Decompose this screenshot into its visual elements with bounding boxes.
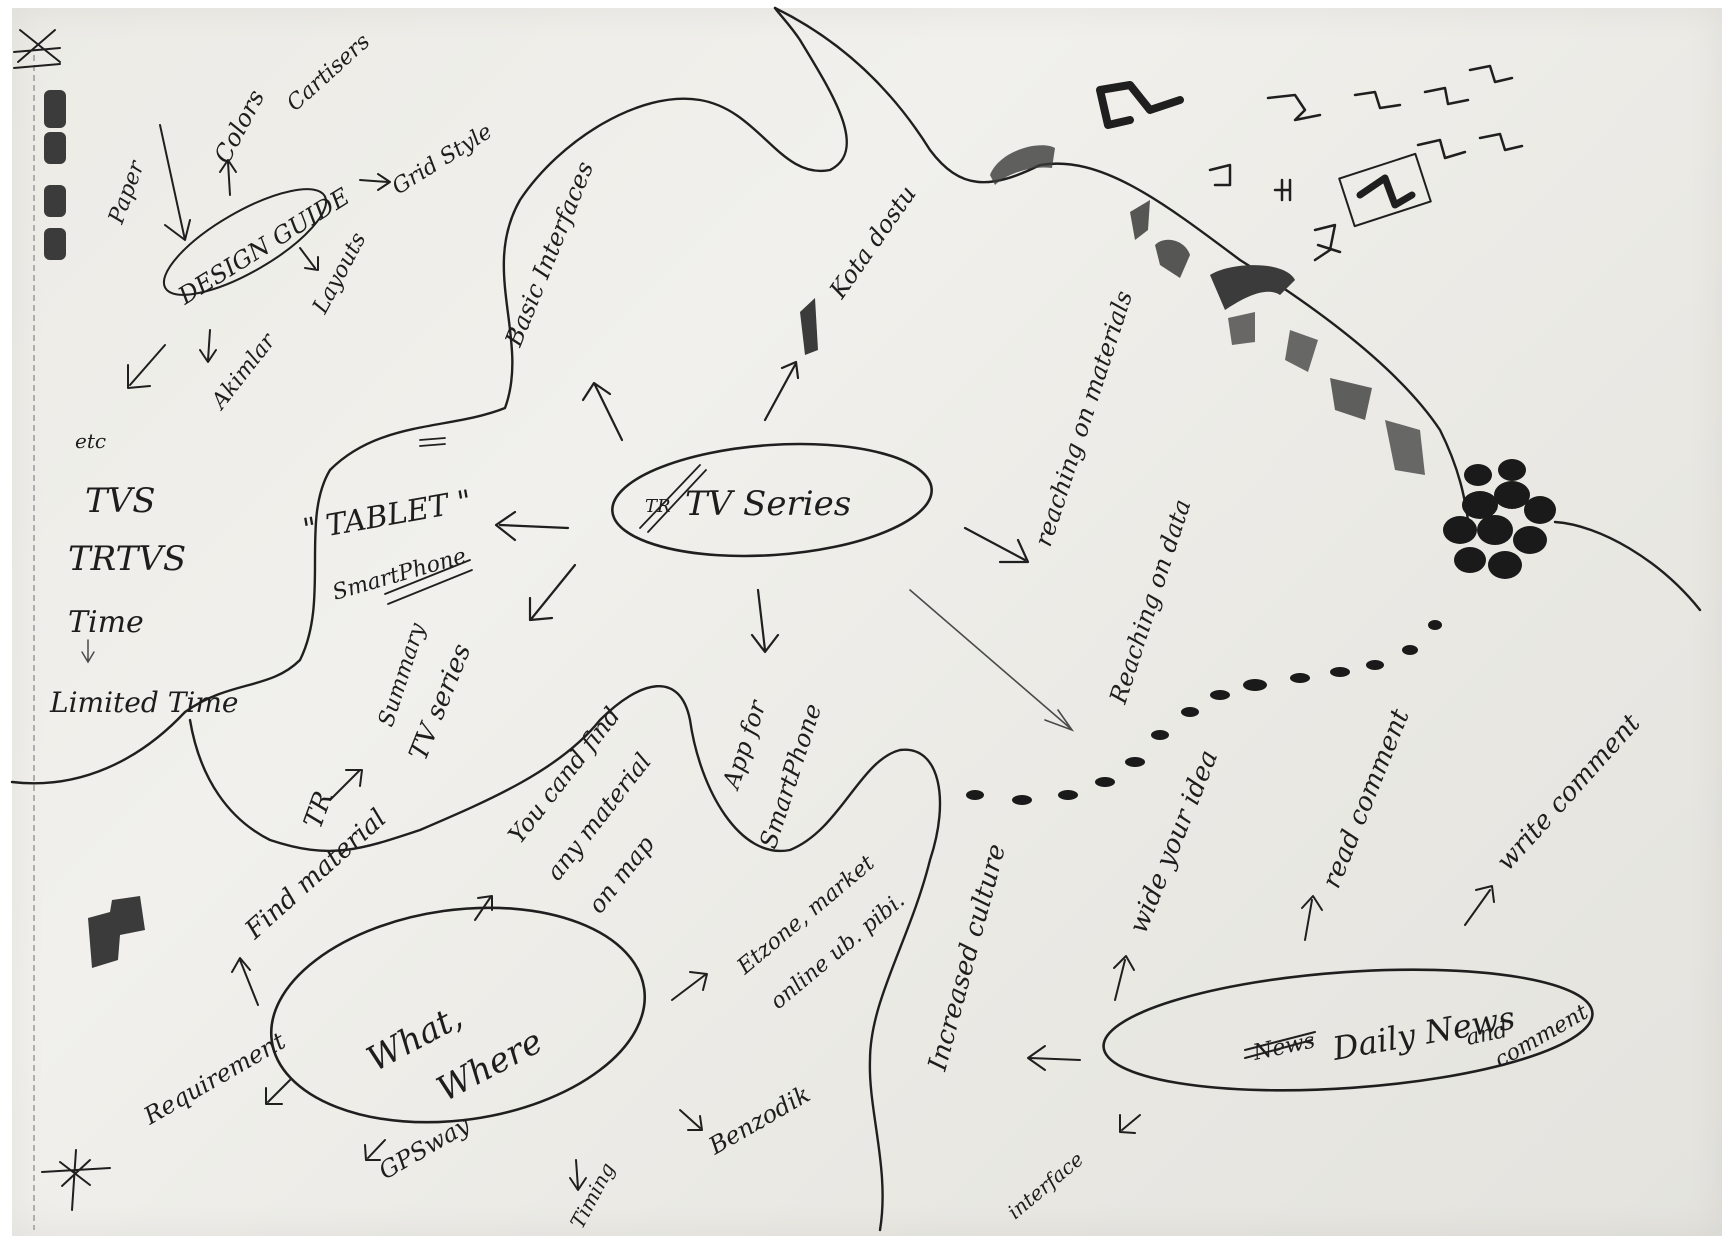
summary-abbr: TR	[298, 787, 339, 832]
paper-arrow	[159, 124, 191, 241]
arrow-to-interface	[1119, 1114, 1141, 1134]
dotted-chain	[966, 620, 1442, 805]
akimlar-label: Akimlar	[206, 328, 282, 415]
dark-cluster	[1443, 459, 1556, 579]
middle-region-boundary	[188, 684, 942, 1232]
colors-label: Colors	[209, 85, 271, 168]
trtvs-note: TRTVS	[68, 539, 186, 579]
tablet-overline	[419, 437, 446, 447]
write-comment-label: write comment	[1491, 708, 1647, 877]
reaching-materials-label: reaching on materials	[1029, 287, 1138, 549]
kota-label: Kota dostu	[823, 180, 921, 304]
arrow-to-tablet	[494, 510, 570, 542]
arrow-to-idea	[1113, 955, 1135, 1001]
far-right-boundary	[1553, 520, 1702, 612]
hatch-patches	[990, 145, 1425, 475]
abbr-strike	[639, 464, 707, 533]
daily-news-outline	[1102, 968, 1594, 1092]
increased-culture-label: Increased culture	[923, 841, 1013, 1075]
app-label: App for	[716, 696, 772, 794]
left-marks	[13, 29, 145, 1211]
arrow-to-reaching	[963, 526, 1030, 564]
cartisers-label: Cartisers	[282, 29, 375, 116]
etc-label: etc	[75, 429, 106, 453]
arrow-to-gps	[364, 1139, 386, 1161]
tv-series-abbr: TR	[645, 496, 671, 517]
basic-interfaces-label: Basic Interfaces	[499, 158, 599, 352]
arrow-to-timing	[569, 1159, 587, 1191]
paper-label: Paper	[104, 156, 150, 228]
arrow-to-summary	[528, 563, 577, 622]
tv-series-node: TR TV Series	[611, 442, 933, 558]
arrow-to-write	[1464, 885, 1495, 926]
etc-arrow	[127, 344, 166, 389]
interface-label: interface	[1003, 1147, 1088, 1224]
strike-lines	[1244, 1031, 1316, 1059]
arrow-to-reaching-data	[909, 589, 1075, 732]
arrow-to-etzone	[671, 971, 708, 1001]
daily-news-node: News Daily News and comment	[1102, 968, 1594, 1092]
what-where-outline	[269, 906, 647, 1124]
timing-label: Timing	[565, 1159, 619, 1233]
layouts-arrow	[299, 247, 319, 271]
tvs-note: TVS	[85, 481, 156, 521]
wide-idea-label: wide your idea	[1124, 746, 1225, 938]
design-guide-outline	[162, 188, 328, 296]
reaching-data-label: Reaching on data	[1104, 496, 1197, 708]
tv-series-title: TV Series	[685, 484, 851, 524]
etzone-line2: online ub. pibi.	[766, 888, 910, 1015]
layouts-label: Layouts	[308, 229, 372, 319]
arrow-to-requirement	[265, 1079, 291, 1105]
smartphone-label: SmartPhone	[330, 544, 469, 606]
left-region-boundary	[10, 6, 848, 785]
time-arrow	[81, 639, 95, 664]
requirement-label: Requirement	[138, 1027, 290, 1131]
read-comment-label: read comment	[1317, 704, 1416, 892]
what-where-node: What, Where	[269, 906, 647, 1124]
akimlar-arrow	[199, 329, 217, 363]
arrow-to-culture	[1027, 1045, 1081, 1071]
benzodik-label: Benzodik	[703, 1080, 815, 1161]
upper-right-boundary	[773, 6, 1470, 522]
arrow-to-find	[231, 957, 259, 1006]
summary-abbr-arrow	[329, 769, 363, 801]
smartphone-underline	[384, 559, 473, 605]
grid-style-label: Grid Style	[388, 119, 497, 200]
arrow-to-basic	[581, 381, 624, 442]
time-note: Time	[68, 605, 144, 640]
arrow-to-app	[750, 588, 780, 654]
arrow-to-benzodik	[679, 1109, 703, 1131]
arrow-to-read	[1301, 895, 1323, 941]
tablet-label: " TABLET "	[300, 484, 474, 548]
arrow-to-map	[474, 895, 493, 921]
tv-series-outline	[611, 442, 933, 558]
arrow-to-kota	[763, 360, 800, 422]
kota-mark	[800, 298, 818, 355]
colors-arrow	[219, 159, 237, 196]
glyph-scribbles	[1096, 64, 1524, 262]
limited-time-note: Limited Time	[49, 686, 238, 719]
grid-arrow	[359, 173, 391, 191]
